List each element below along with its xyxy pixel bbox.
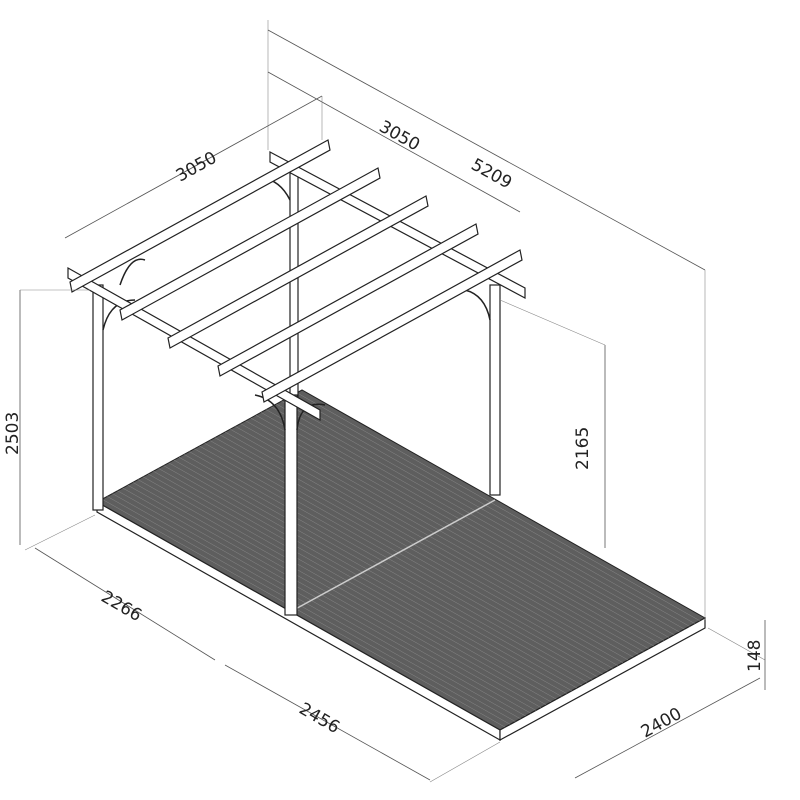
rafter: [167, 195, 429, 349]
dim-width-left: 3050: [173, 148, 221, 186]
deck-plank: [204, 442, 608, 672]
deck-plank: [102, 498, 506, 728]
dim-deck-left-length: 2266: [98, 587, 145, 626]
deck-plank: [296, 392, 700, 622]
deck-plank: [281, 400, 685, 630]
rafters: [69, 139, 523, 403]
deck-plank: [266, 409, 670, 638]
deck-plank: [168, 462, 572, 692]
deck-plank: [173, 459, 577, 689]
dim-deck-right-length: 2456: [296, 699, 343, 738]
deck-plank: [127, 484, 531, 714]
deck-plank: [122, 487, 526, 717]
deck-plank: [271, 406, 675, 636]
deck-plank: [291, 395, 695, 624]
dimension-lines: [19, 20, 766, 783]
deck-plank: [158, 468, 562, 697]
rafter: [217, 223, 479, 377]
deck-plank: [137, 479, 542, 708]
deck-plank: [245, 420, 649, 650]
deck-plank: [235, 426, 639, 655]
deck-plank: [148, 473, 552, 703]
deck-plank: [153, 470, 557, 700]
deck-plank: [184, 454, 588, 683]
dim-width-right: 3050: [376, 117, 424, 155]
deck-plank: [107, 496, 511, 725]
dim-overall-height: 2503: [3, 412, 23, 455]
deck: [95, 389, 707, 742]
deck-plank: [199, 445, 603, 675]
dim-deck-depth: 2400: [638, 704, 686, 742]
deck-plank: [112, 493, 516, 722]
deck-plank: [132, 482, 536, 711]
deck-plank: [276, 403, 680, 633]
deck-plank: [240, 423, 644, 652]
rafter: [69, 139, 331, 293]
deck-plank: [209, 440, 613, 669]
deck-plank: [163, 465, 567, 694]
rafter: [261, 249, 523, 403]
deck-plank: [214, 437, 618, 666]
deck-plank: [250, 417, 654, 647]
deck-plank: [255, 414, 659, 644]
deck-plank: [260, 412, 665, 641]
dim-overall-length: 5209: [468, 155, 516, 193]
deck-plank: [178, 456, 583, 686]
deck-plank: [194, 448, 598, 678]
deck-plank: [189, 451, 593, 680]
dim-deck-height: 148: [745, 640, 765, 672]
dim-clear-height: 2165: [573, 427, 593, 470]
rafter: [119, 167, 381, 321]
deck-plank: [143, 476, 547, 706]
deck-plank: [117, 490, 521, 720]
deck-plank: [286, 398, 690, 627]
